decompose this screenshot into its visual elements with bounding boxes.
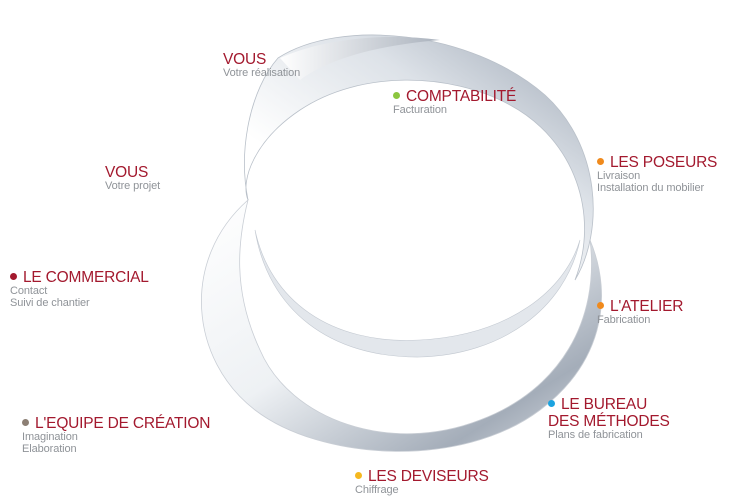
node-subtitle: Facturation xyxy=(393,104,447,116)
node-title: L'EQUIPE DE CRÉATION xyxy=(35,415,211,432)
yellow-dot-icon xyxy=(355,472,362,479)
node-title: LES DEVISEURS xyxy=(368,468,489,485)
node-title: LE COMMERCIAL xyxy=(23,269,149,286)
node-comptabilite: COMPTABILITÉ Facturation xyxy=(393,88,516,117)
node-title: VOUS xyxy=(223,51,267,68)
node-title-line2: DES MÉTHODES xyxy=(548,413,670,430)
node-subtitle: Plans de fabrication xyxy=(548,429,643,441)
node-subtitle: Chiffrage xyxy=(355,484,399,496)
node-subtitle: Votre projet xyxy=(105,180,161,192)
swirl-outer-band xyxy=(201,198,602,452)
orange-dot-icon xyxy=(597,158,604,165)
orange-dot-icon xyxy=(597,302,604,309)
node-subtitle: Livraison xyxy=(597,170,641,182)
node-subtitle: Imagination xyxy=(22,431,78,443)
node-subtitle: Suivi de chantier xyxy=(10,296,90,309)
node-subtitle: Contact xyxy=(10,285,48,297)
node-vous-realisation: VOUS Votre réalisation xyxy=(223,51,300,80)
swirl-tail xyxy=(280,36,440,80)
node-equipe-creation: L'EQUIPE DE CRÉATION Imagination Elabora… xyxy=(22,415,210,455)
node-title: L'ATELIER xyxy=(610,298,684,315)
node-commercial: LE COMMERCIAL Contact Suivi de chantier xyxy=(10,269,149,309)
brown-dot-icon xyxy=(22,419,29,426)
red-dot-icon xyxy=(10,273,17,280)
node-vous-projet: VOUS Votre projet xyxy=(105,164,160,193)
node-title: LE BUREAU xyxy=(561,396,648,413)
node-subtitle: Installation du mobilier xyxy=(597,181,705,194)
node-title: LES POSEURS xyxy=(610,154,718,171)
node-subtitle: Fabrication xyxy=(597,314,651,326)
node-bureau-methodes: LE BUREAU DES MÉTHODES Plans de fabricat… xyxy=(548,396,670,442)
node-atelier: L'ATELIER Fabrication xyxy=(597,298,683,327)
node-title: VOUS xyxy=(105,164,149,181)
node-deviseurs: LES DEVISEURS Chiffrage xyxy=(355,468,489,497)
node-title: COMPTABILITÉ xyxy=(406,88,517,105)
node-subtitle: Elaboration xyxy=(22,442,77,455)
swirl-inner-ring xyxy=(254,229,581,358)
green-dot-icon xyxy=(393,92,400,99)
node-poseurs: LES POSEURS Livraison Installation du mo… xyxy=(597,154,717,194)
swirl-inner-band xyxy=(244,34,594,281)
node-subtitle: Votre réalisation xyxy=(223,67,301,79)
blue-dot-icon xyxy=(548,400,555,407)
